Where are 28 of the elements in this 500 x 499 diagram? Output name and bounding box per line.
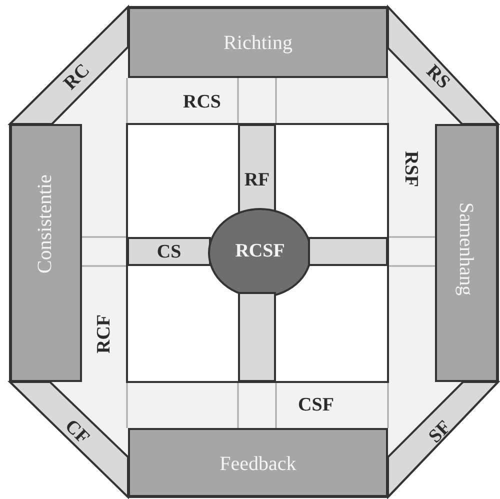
overlap-label: SF xyxy=(425,417,455,447)
category-box xyxy=(435,124,498,382)
overlap-label: RCF xyxy=(94,314,114,354)
center-ellipse xyxy=(208,208,312,298)
overlap-label: RS xyxy=(422,62,454,92)
overlap-bar xyxy=(238,124,276,214)
category-label: Feedback xyxy=(220,454,296,474)
diagonal-band xyxy=(388,382,498,497)
category-box xyxy=(128,7,388,78)
category-label: Consistentie xyxy=(35,174,55,274)
overlap-label: RF xyxy=(244,170,270,190)
overlap-label: RCSF xyxy=(235,242,285,260)
category-box xyxy=(128,428,388,497)
overlap-label: CSF xyxy=(298,396,334,414)
category-label: Samenhang xyxy=(456,202,476,296)
category-label: Richting xyxy=(224,33,292,53)
overlap-bar xyxy=(308,237,388,266)
overlap-bar xyxy=(127,237,211,266)
overlap-bar xyxy=(238,292,276,382)
diagonal-band xyxy=(388,7,498,124)
overlap-label: RCS xyxy=(183,92,221,112)
overlap-label: CF xyxy=(61,416,93,448)
overlap-label: RC xyxy=(60,60,94,94)
diagonal-band xyxy=(10,382,128,497)
overlap-label: RSF xyxy=(402,151,420,187)
category-box xyxy=(10,124,82,382)
overlap-label: CS xyxy=(156,242,182,262)
diagonal-band xyxy=(10,7,128,124)
